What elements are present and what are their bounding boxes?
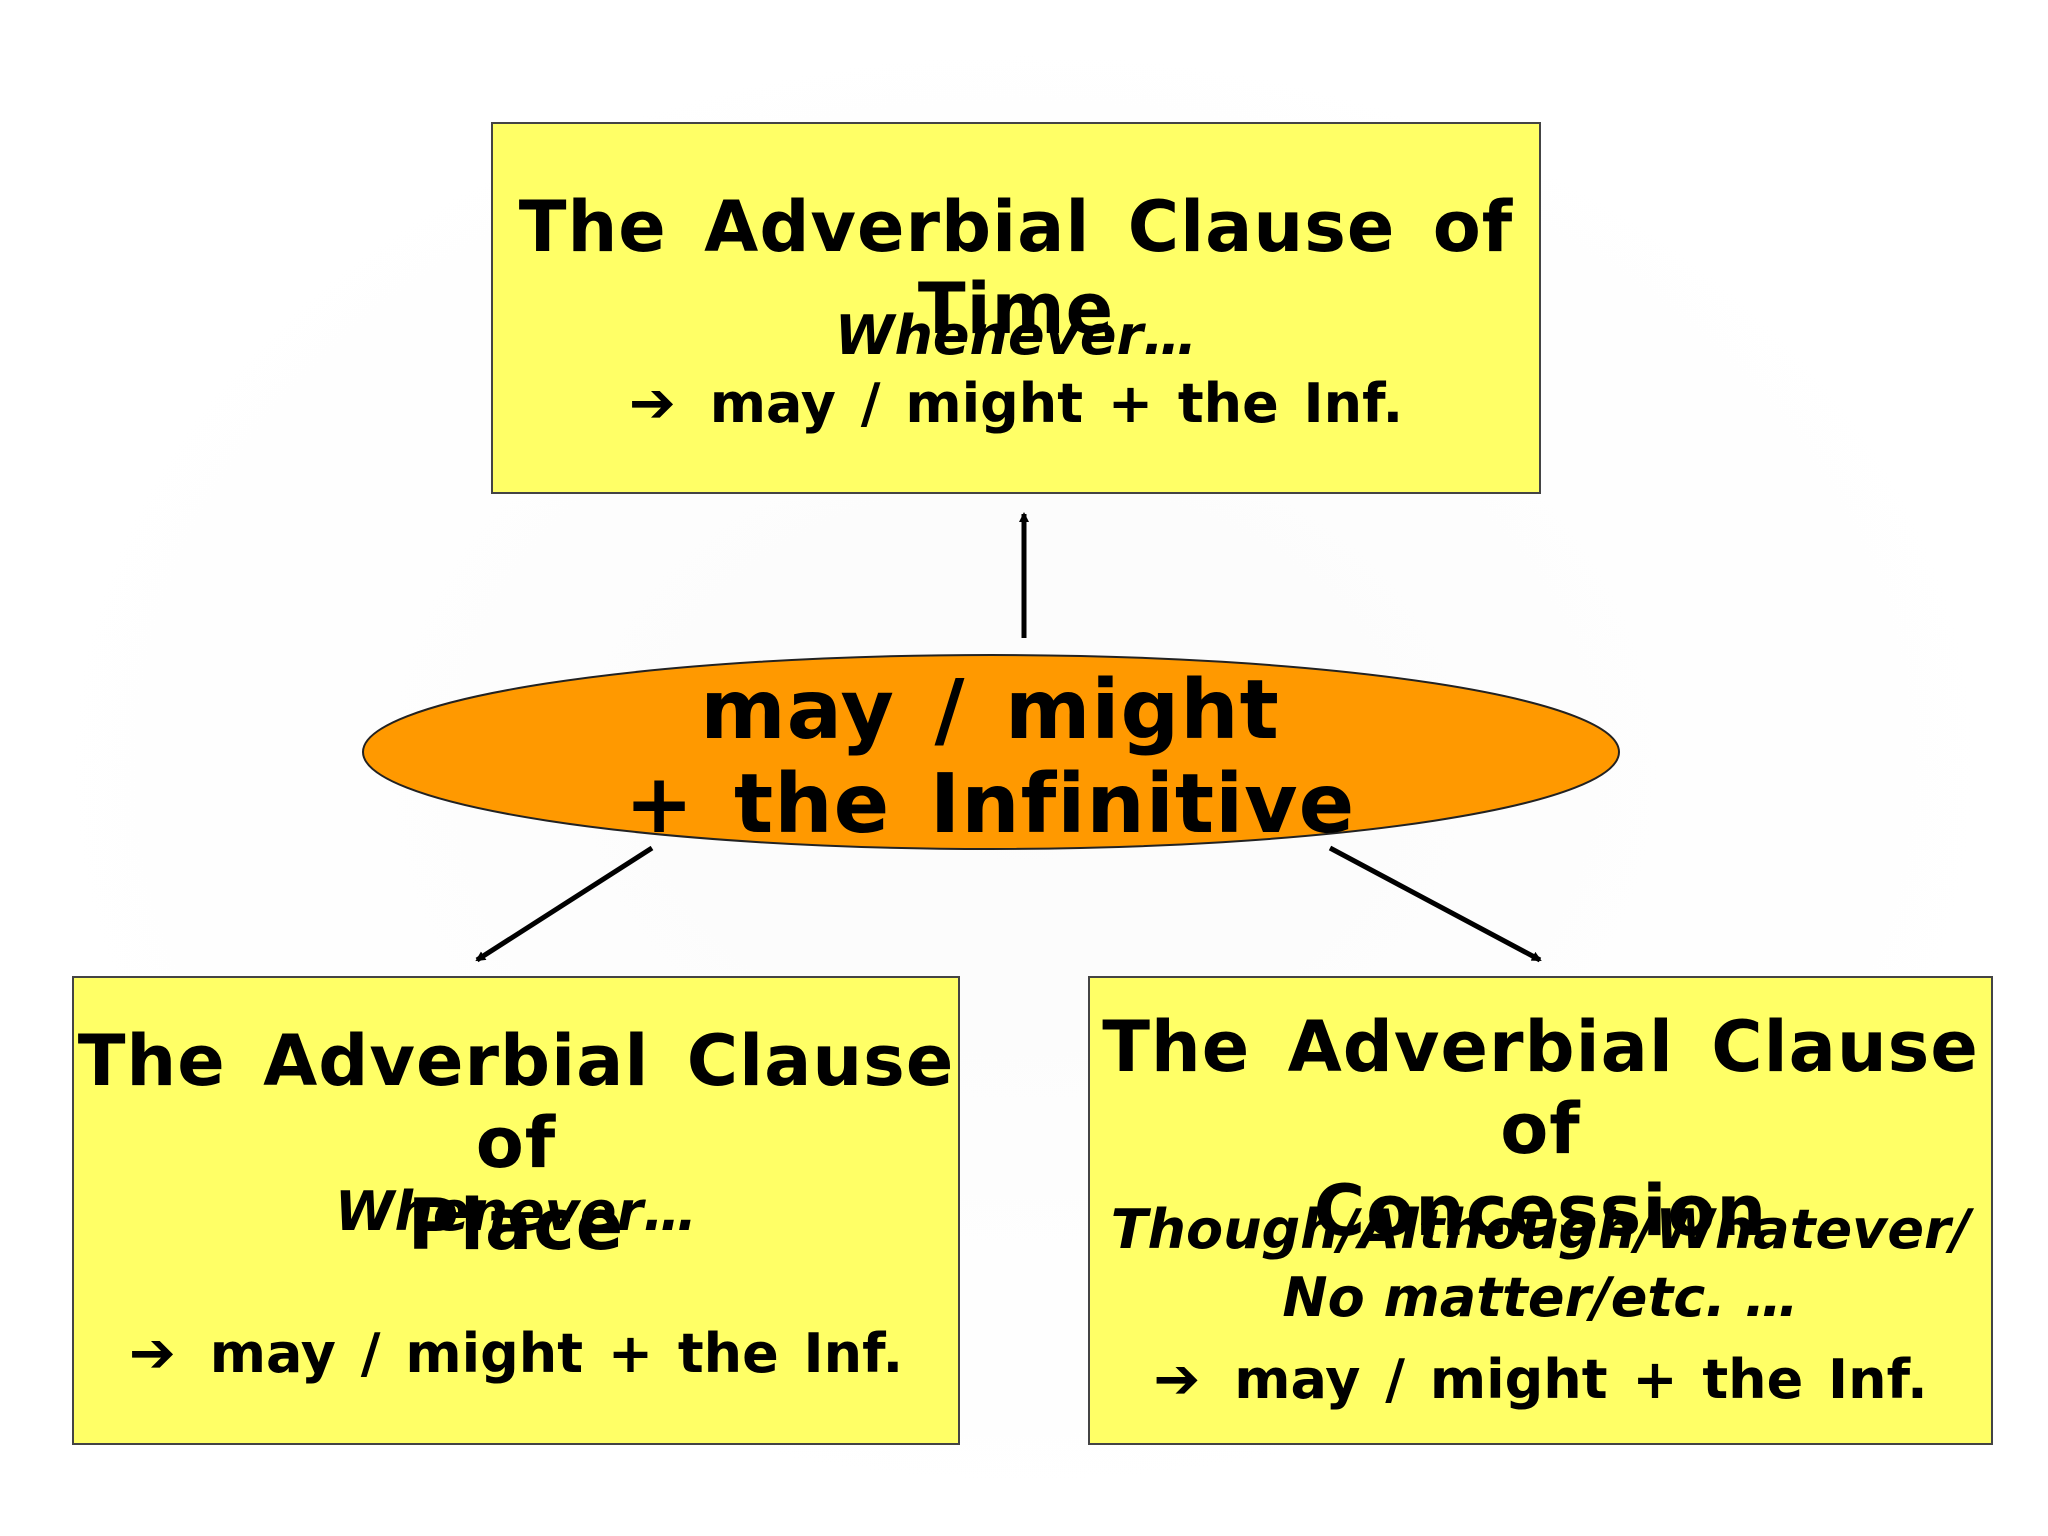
box-formula: ➔ may / might + the Inf. xyxy=(1090,1348,1991,1412)
box-title: The Adverbial Clause of Concession xyxy=(1090,1006,1991,1252)
box-adverbial-clause-place: The Adverbial Clause of Place Whenever… … xyxy=(72,976,960,1445)
box-title-line2: Concession xyxy=(1313,1170,1768,1252)
center-label-line2: + the Infinitive xyxy=(624,757,1356,852)
box-keyword-line1: Though/Although/Whatever/ xyxy=(1110,1198,1971,1261)
box-title-line1: The Adverbial Clause of xyxy=(77,1020,955,1184)
box-title-line1: The Adverbial Clause of xyxy=(1102,1006,1979,1170)
right-arrow-icon: ➔ xyxy=(628,371,676,436)
arrow-to-concession-icon xyxy=(1328,845,1542,963)
box-adverbial-clause-time: The Adverbial Clause of Time Whenever… ➔… xyxy=(491,122,1541,494)
box-title: The Adverbial Clause of Place xyxy=(74,1020,958,1266)
box-adverbial-clause-concession: The Adverbial Clause of Concession Thoug… xyxy=(1088,976,1993,1445)
box-formula: ➔ may / might + the Inf. xyxy=(493,372,1539,436)
formula-text: may / might + the Inf. xyxy=(709,372,1404,435)
box-keyword: Though/Although/Whatever/ No matter/etc.… xyxy=(1090,1196,1991,1332)
right-arrow-icon: ➔ xyxy=(128,1321,176,1386)
box-title-line2: Place xyxy=(407,1184,625,1266)
box-title: The Adverbial Clause of Time xyxy=(518,186,1514,350)
box-keyword-line2: No matter/etc. … xyxy=(1282,1266,1799,1329)
center-label-line1: may / might xyxy=(700,663,1280,758)
formula-text: may / might + the Inf. xyxy=(209,1322,904,1385)
box-formula: ➔ may / might + the Inf. xyxy=(74,1322,958,1386)
formula-text: may / might + the Inf. xyxy=(1234,1348,1928,1411)
center-ellipse xyxy=(362,654,1620,850)
box-keyword: Whenever… xyxy=(334,1180,698,1243)
box-keyword: Whenever… xyxy=(834,304,1198,367)
arrow-to-place-icon xyxy=(475,845,654,963)
right-arrow-icon: ➔ xyxy=(1153,1347,1201,1412)
